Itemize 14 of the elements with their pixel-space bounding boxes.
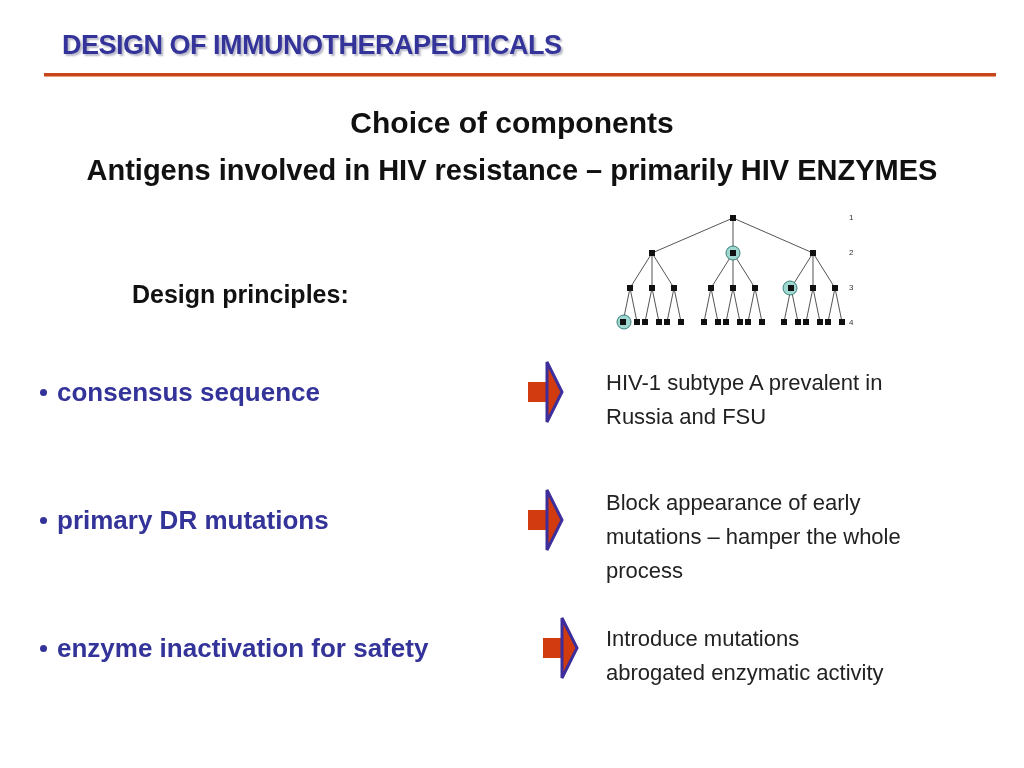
level-number: 1	[849, 214, 854, 222]
bullet-text: consensus sequence	[57, 376, 320, 408]
description-text: Block appearance of early mutations – hamper the whole process	[606, 490, 901, 583]
level-number: 3	[849, 284, 854, 292]
level-number: 2	[849, 249, 854, 257]
bullet-text: enzyme inactivation for safety	[57, 632, 429, 664]
heading: Choice of components	[349, 106, 675, 140]
bullet-text: primary DR mutations	[57, 504, 329, 536]
heading: Antigens involved in HIV resistance – primarily HIV ENZYMES	[85, 154, 939, 187]
level-number: 4	[849, 319, 854, 327]
description-text: HIV-1 subtype A prevalent in Russia and FSU	[606, 370, 883, 429]
description-text: Introduce mutations abrogated enzymatic activity	[606, 626, 884, 685]
subheading: Design principles:	[132, 280, 349, 309]
slide-title: DESIGN OF IMMUNOTHERAPEUTICALS	[62, 30, 562, 61]
